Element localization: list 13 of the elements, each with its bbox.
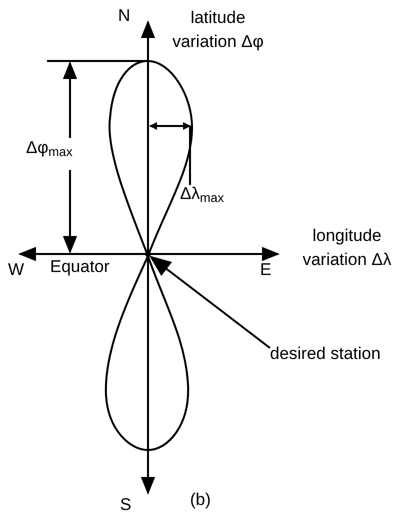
- axis-caption: latitude variation Δφ: [171, 7, 265, 53]
- axis-caption: longitude variation Δλ: [302, 225, 392, 271]
- axis-label: N: [118, 5, 132, 27]
- axis-label: E: [260, 259, 272, 281]
- dimension-label: Δλ$_{max}$: [180, 183, 225, 206]
- station-label: desired station: [270, 344, 381, 363]
- axis-label: W: [8, 259, 26, 281]
- equator-label: Equator: [50, 256, 111, 278]
- origin-point: [145, 251, 151, 257]
- figure-label: (b): [190, 489, 212, 511]
- axis-label: S: [120, 494, 132, 513]
- leader-line: [149, 256, 271, 349]
- dimension-label: Δφ$_{max}$: [26, 137, 74, 160]
